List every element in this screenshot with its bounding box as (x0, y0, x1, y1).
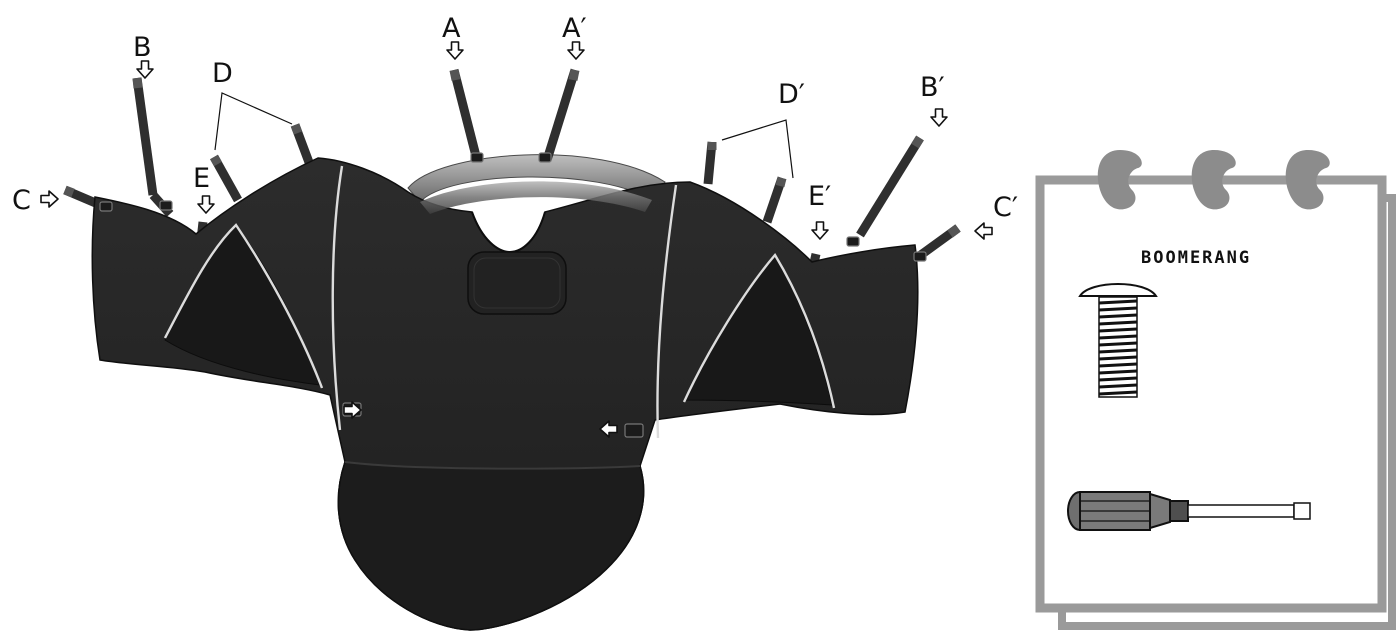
label-a: A (442, 13, 461, 44)
stroller-cover (65, 70, 958, 630)
label-b: B (133, 32, 152, 63)
label-d: D (212, 58, 233, 89)
leader-d-prime (722, 120, 793, 178)
chest-patch (468, 252, 566, 314)
label-b-prime: B′ (920, 72, 945, 103)
parts-card: BOOMERANG (1040, 150, 1392, 626)
label-a-prime: A′ (562, 13, 587, 44)
foot-flap (338, 462, 643, 630)
arrow-e-icon (198, 196, 214, 213)
arrow-c-prime-icon (975, 223, 992, 239)
leader-d (215, 93, 292, 150)
arrow-c-icon (41, 191, 58, 207)
label-e: E (193, 163, 210, 194)
label-c: C (12, 185, 31, 216)
arrow-a-icon (447, 42, 463, 59)
label-c-prime: C′ (993, 192, 1018, 223)
label-e-prime: E′ (808, 181, 831, 212)
arrow-e-prime-icon (812, 222, 828, 239)
card-title: BOOMERANG (1141, 248, 1251, 268)
label-d-prime: D′ (778, 79, 805, 110)
arrow-b-prime-icon (931, 109, 947, 126)
arrow-b-icon (137, 61, 153, 78)
card-front-page (1040, 180, 1382, 608)
arrow-a-prime-icon (568, 42, 584, 59)
